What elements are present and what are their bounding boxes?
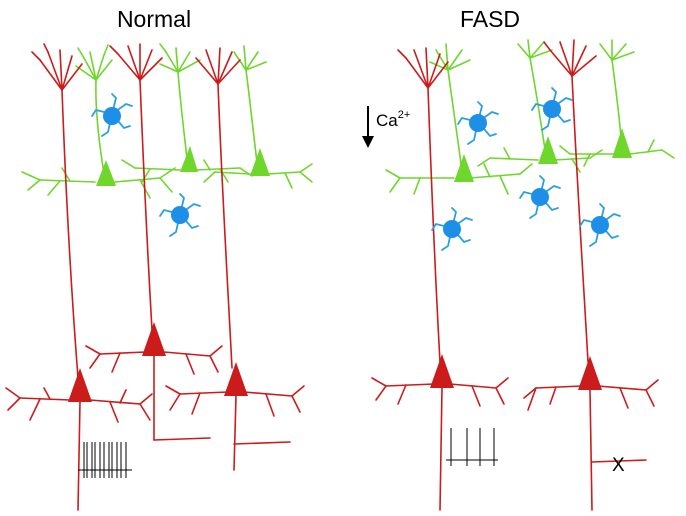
fasd-spike-trace [446,428,498,466]
fasd-glia-4 [431,207,473,251]
normal-interneuron-1-soma [96,160,116,186]
fasd-interneuron-2-soma [538,136,558,164]
normal-pyramidal-3-soma [224,362,248,396]
normal-pyramidal-1-soma [68,368,92,402]
normal-glia-1 [91,93,133,137]
down-arrow-head-icon [362,136,374,148]
fasd-pyramidal-neurons [371,39,659,511]
fasd-pyramidal-1-soma [430,354,454,388]
normal-pyramidal-1 [5,43,153,511]
normal-pyramidal-3 [165,47,305,471]
fasd-glia-4-body [443,220,461,238]
fasd-glia-3-body [531,188,549,206]
fasd-interneuron-3-soma [612,128,632,158]
calcium-label: Ca2+ [376,109,410,130]
normal-interneuron-3 [203,45,313,189]
normal-interneuron-2-soma [180,146,198,172]
fasd-panel-title: FASD [460,6,520,32]
fasd-interneuron-1-soma [454,154,474,182]
fasd-pyramidal-1 [371,47,509,511]
normal-interneurons [21,43,313,199]
normal-panel [5,43,313,511]
normal-pyramidal-2-soma [142,322,166,356]
fasd-panel: Ca2+ [362,39,675,511]
normal-glia [91,93,201,237]
fasd-glia-5 [579,203,621,247]
fasd-glia-1 [457,101,499,145]
normal-pyramidal-neurons [5,43,305,511]
normal-panel-title: Normal [117,6,191,32]
normal-glia-2-body [171,206,189,224]
calcium-decrease-annotation: Ca2+ [362,106,410,148]
fasd-glia-3 [519,175,561,219]
fasd-glia-5-body [591,216,609,234]
fasd-interneuron-2 [477,39,603,173]
no-firing-x-mark: X [612,455,625,476]
normal-spike-trace [78,442,132,478]
fasd-interneurons [385,39,675,195]
fasd-glia-1-body [469,114,487,132]
fasd-interneuron-1 [385,43,533,195]
calcium-base: Ca [376,111,398,130]
fasd-glia [431,87,621,251]
normal-glia-2 [159,193,201,237]
fasd-interneuron-3 [559,39,675,167]
normal-pyramidal-2 [85,43,223,441]
fasd-glia-2-body [543,100,561,118]
normal-interneuron-3-soma [250,148,270,176]
fasd-pyramidal-2 [523,39,659,511]
normal-glia-1-body [103,107,121,125]
fasd-pyramidal-2-soma [578,356,602,390]
fasd-glia-2 [531,87,573,131]
calcium-superscript: 2+ [398,109,411,121]
